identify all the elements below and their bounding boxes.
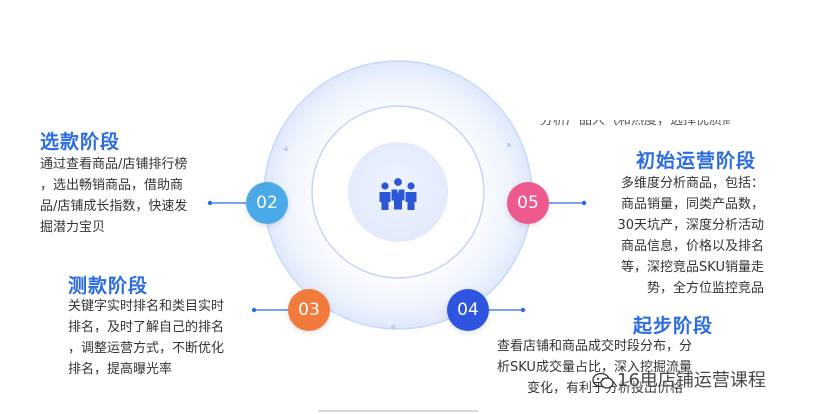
badge-02: 02 [246,182,288,224]
top-fragment-text: 分析产品人气和热度，选择优质商品 [540,120,730,128]
stage-04-title: 起步阶段 [633,315,714,337]
chat-bubble-icon [592,372,614,389]
badge-05: 05 [507,182,549,224]
connector-04-dot [520,307,526,313]
connector-05-dot [581,200,587,206]
people-group-icon [379,177,417,211]
badge-04: 04 [447,289,489,331]
ring-arrow-bottom [390,324,395,330]
stage-04-description: 查看店铺和商品成交时段分布，分 析SKU成交量占比，深入挖掘流量 变化，有利于分… [497,339,693,396]
stage-05-description: 多维度分析商品，包括： 商品销量，同类产品数， 30天坑产，深度分析活动 商品信… [617,176,764,296]
badge-03: 03 [288,289,330,331]
stage-02-title: 选款阶段 [40,131,121,153]
bottom-divider [318,410,478,412]
ring-arrow-left [283,146,288,151]
connector-03-dot [251,307,257,313]
ring-arrow-right [507,142,512,147]
watermark: 16电店铺运营课程 [592,366,766,392]
stage-02-description: 通过查看商品/店铺排行榜 ，选出畅销商品，借助商 品/店铺成长指数，快速发 掘潜… [40,157,188,235]
stage-03-title: 测款阶段 [68,275,149,297]
connector-02-dot [207,200,213,206]
stage-03-description: 关键字实时排名和类目实时 排名，及时了解自己的排名 ，调整运营方式，不断优化 排… [68,299,225,377]
stage-05-title: 初始运营阶段 [636,150,757,172]
